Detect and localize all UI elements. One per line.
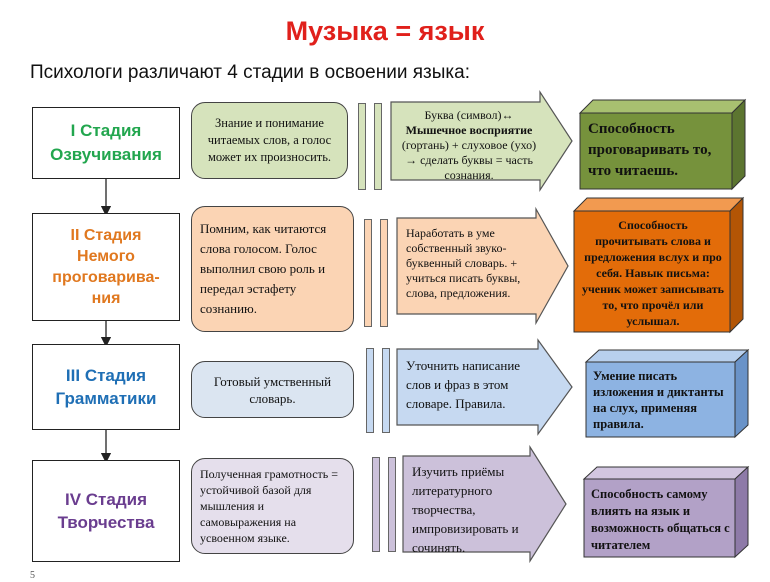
result-row4: Способность самому влиять на язык и возм…: [591, 487, 730, 552]
bar-row4-a: [372, 457, 380, 552]
cube-row3: [584, 348, 750, 439]
page-title: Музыка = язык: [285, 16, 485, 46]
cube-row1: [578, 98, 747, 191]
page-subtitle: Психологи различают 4 стадии в освоении …: [30, 62, 470, 83]
page-number: 5: [30, 570, 35, 581]
arrow-text-row1: Буква (символ)↔ Мышечное восприятие (гор…: [393, 104, 543, 182]
stage-1-box: I Стадия Озвучивания: [32, 107, 180, 179]
description-row2: Помним, как читаются слова голосом. Голо…: [191, 206, 354, 332]
arrow-shape-row1: [390, 89, 573, 193]
cube-row2: [572, 196, 745, 334]
bar-row2-a: [364, 219, 372, 327]
arrow-text-row1-part1: Буква (символ)↔: [424, 108, 514, 122]
arrow-text-row2: Наработать в уме собственный звуко-букве…: [406, 226, 521, 300]
cube-row4: [582, 465, 750, 559]
bar-row4-b: [388, 457, 396, 552]
arrow-shape-row4: [402, 444, 567, 564]
stage-3-box: III Стадия Грамматики: [32, 344, 180, 430]
stage-2-box: II Стадия Немого проговарива- ния: [32, 213, 180, 321]
bar-row3-b: [382, 348, 390, 433]
arrow-text-row4: Изучить приёмы литературного творчества,…: [412, 464, 519, 555]
description-row3: Готовый умственный словарь.: [191, 361, 354, 418]
arrow-text-row3: Уточнить написание слов и фраз в этом сл…: [406, 358, 521, 411]
arrow-text-row1-part2: (гортань) + слуховое (ухо) → сделать бук…: [401, 138, 537, 182]
result-row2: Способность прочитывать слова и предложе…: [582, 218, 724, 328]
description-row1: Знание и понимание читаемых слов, а голо…: [191, 102, 348, 179]
arrow-text-row1-bold: Мышечное восприятие: [405, 123, 533, 137]
stage-4-box: IV Стадия Творчества: [32, 460, 180, 562]
result-row3: Умение писать изложения и диктанты на сл…: [593, 369, 724, 431]
description-row4: Полученная грамотность = устойчивой базо…: [191, 458, 354, 554]
bar-row3-a: [366, 348, 374, 433]
bar-row1-a: [358, 103, 366, 190]
arrow-shape-row2: [396, 206, 569, 326]
result-row1: Способность проговаривать то, что читаеш…: [588, 121, 712, 179]
bar-row2-b: [380, 219, 388, 327]
bar-row1-b: [374, 103, 382, 190]
arrow-shape-row3: [396, 338, 573, 436]
